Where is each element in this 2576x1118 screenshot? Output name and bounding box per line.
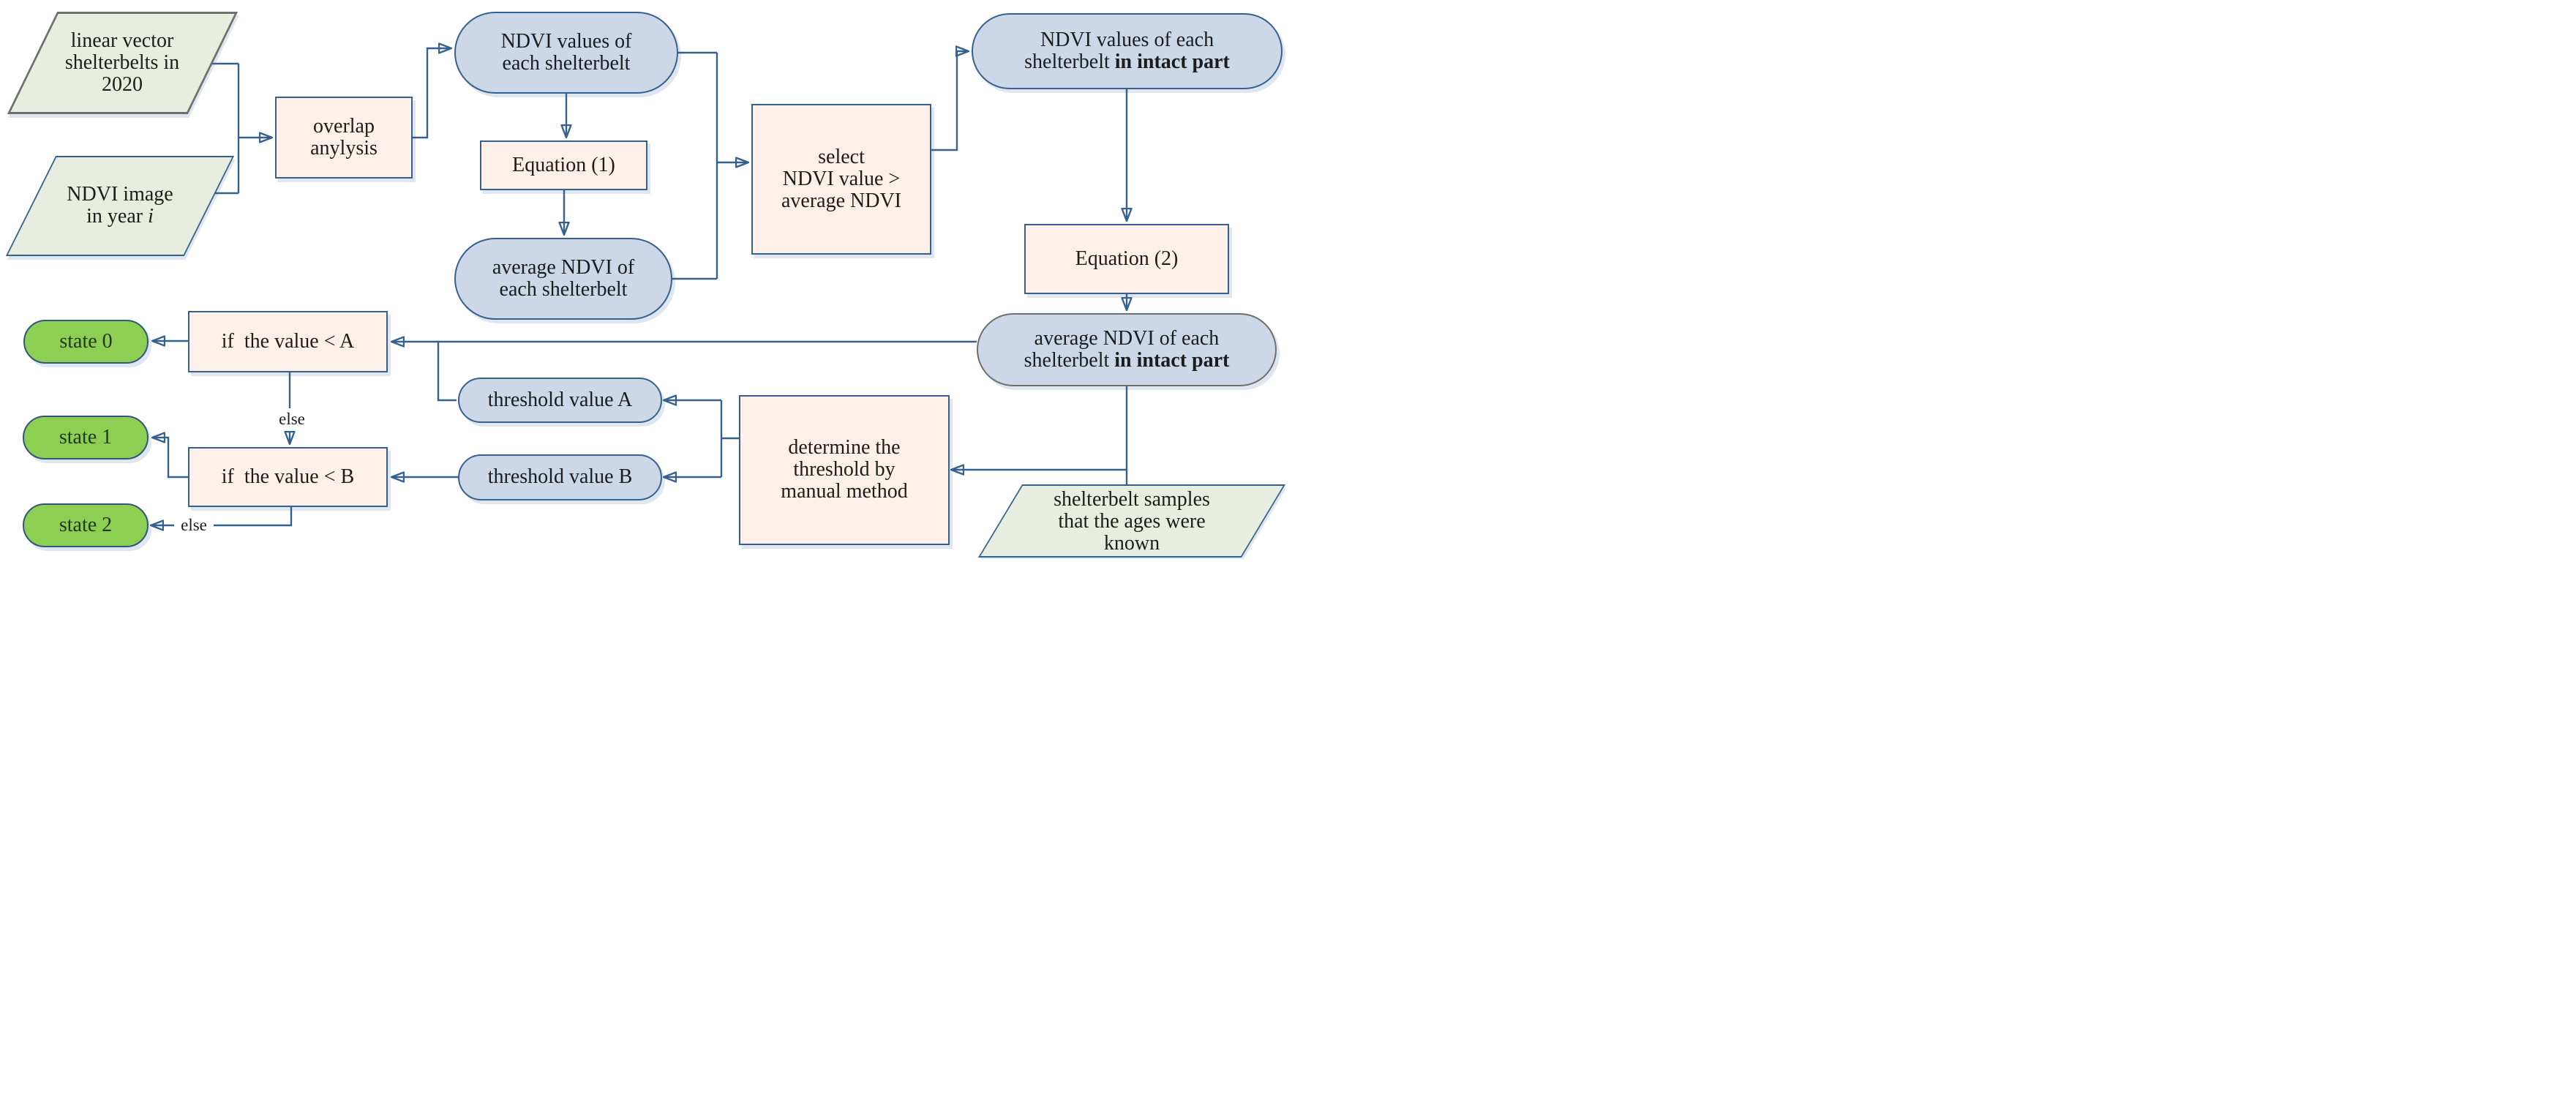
node-if-value-b — [188, 447, 388, 507]
node-state-0-label: state 0 — [59, 330, 113, 353]
node-linear-vector-label: linear vector shelterbelts in 2020 — [64, 29, 180, 96]
flow-line — [211, 507, 293, 527]
node-threshold-b-label: threshold value B — [487, 465, 633, 488]
node-state-2-label: state 2 — [59, 514, 113, 536]
node-overlap-analysis — [275, 97, 413, 179]
node-equation-2-label: Equation (2) — [1075, 247, 1179, 270]
bold-intact-part: in intact part — [1114, 50, 1230, 73]
node-ndvi-values-intact — [972, 13, 1283, 89]
node-state-1-label: state 1 — [59, 426, 113, 449]
node-select-ndvi-label: select NDVI value > average NDVI — [781, 146, 902, 212]
node-equation-2 — [1024, 224, 1229, 294]
node-average-ndvi-intact-label: average NDVI of each shelterbelt in inta… — [1024, 327, 1230, 372]
node-overlap-analysis-label: overlap anylysis — [310, 115, 378, 160]
edge-label-else-2: else — [174, 517, 214, 534]
flow-arrow — [413, 48, 451, 139]
flow-arrow — [930, 51, 968, 151]
node-determine-threshold — [739, 395, 950, 545]
node-if-value-a-label: if the value < A — [221, 330, 355, 353]
node-state-1 — [23, 416, 149, 459]
flow-arrow — [153, 438, 188, 479]
node-threshold-a-label: threshold value A — [487, 389, 633, 411]
node-average-ndvi-intact — [977, 313, 1277, 386]
edge-label-else-1: else — [272, 410, 312, 428]
node-state-0 — [23, 320, 149, 364]
node-shelterbelt-samples-label: shelterbelt samples that the ages were k… — [1054, 488, 1210, 555]
italic-i: i — [148, 205, 154, 228]
node-determine-threshold-label: determine the threshold by manual method — [781, 436, 908, 503]
flowchart-canvas: linear vector shelterbelts in 2020 NDVI … — [0, 0, 1288, 559]
node-ndvi-values-label: NDVI values of each shelterbelt — [500, 30, 632, 75]
node-ndvi-image-label: NDVI image in year i — [67, 183, 173, 228]
node-if-value-b-label: if the value < B — [221, 465, 355, 488]
node-ndvi-values — [454, 12, 678, 94]
flow-line — [437, 342, 457, 402]
node-threshold-a — [458, 378, 662, 423]
node-threshold-b — [458, 454, 662, 500]
node-average-ndvi — [454, 238, 672, 320]
node-state-2 — [23, 503, 149, 547]
node-equation-1-label: Equation (1) — [512, 154, 615, 176]
bold-intact-part: in intact part — [1114, 349, 1230, 372]
node-ndvi-values-intact-label: NDVI values of each shelterbelt in intac… — [1024, 29, 1230, 73]
node-average-ndvi-label: average NDVI of each shelterbelt — [492, 256, 635, 301]
node-select-ndvi — [751, 104, 931, 255]
node-if-value-a — [188, 311, 388, 372]
node-equation-1 — [480, 140, 647, 190]
